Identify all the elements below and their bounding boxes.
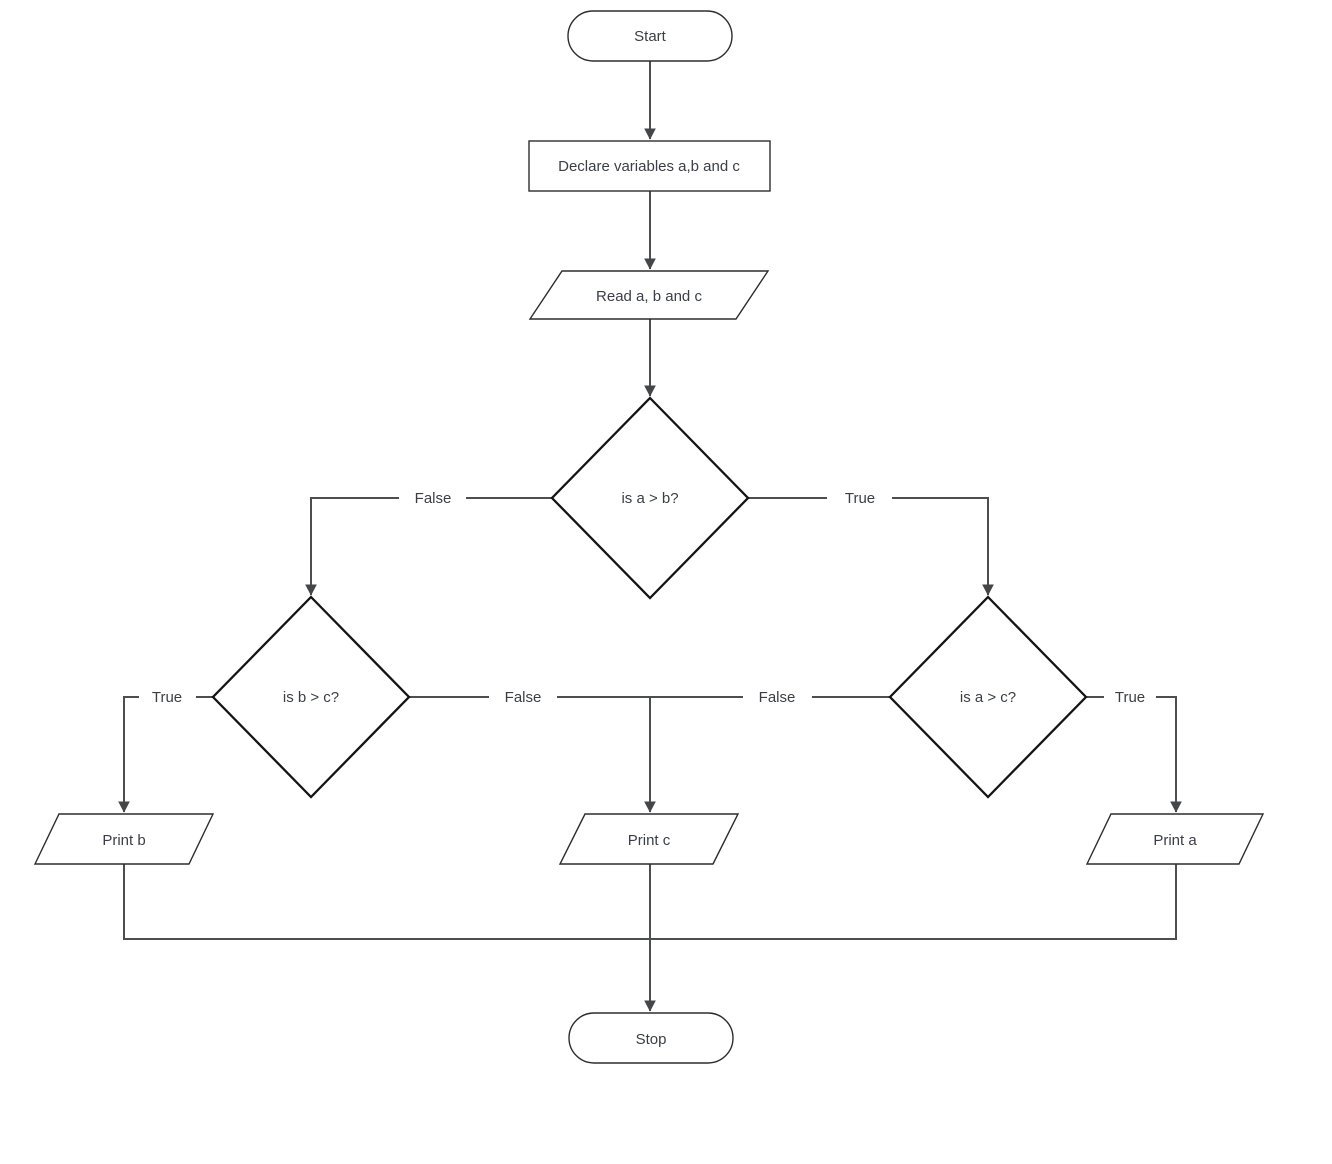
start-node	[567, 10, 733, 62]
print-a-io-node	[1085, 813, 1265, 865]
edge-ab-true	[748, 497, 994, 596]
edge-label-ab-true: True	[845, 490, 875, 507]
print-b-io-node	[33, 813, 215, 865]
edge-bc-true	[118, 696, 213, 813]
stop-node-label: Stop	[636, 1031, 667, 1048]
declare-process-node	[528, 140, 771, 192]
print-c-io-label: Print c	[628, 832, 671, 849]
decision-a-gt-c-node	[888, 595, 1088, 799]
start-node-label: Start	[634, 28, 667, 45]
decision-a-gt-b-label: is a > b?	[621, 490, 678, 507]
decision-a-gt-b-node	[550, 396, 750, 600]
edge-label-ac-true: True	[1115, 689, 1145, 706]
edge-print-b-merge	[123, 864, 650, 940]
edge-label-bc-false: False	[505, 689, 542, 706]
edge-label-bc-true: True	[152, 689, 182, 706]
stop-node	[568, 1012, 734, 1064]
decision-b-gt-c-label: is b > c?	[283, 689, 339, 706]
decision-b-gt-c-node	[211, 595, 411, 799]
edge-ac-true	[1086, 696, 1182, 813]
edge-label-ab-false: False	[415, 490, 452, 507]
declare-process-label: Declare variables a,b and c	[558, 158, 740, 175]
print-c-io-node	[558, 813, 740, 865]
read-io-node	[528, 270, 770, 320]
edge-label-ac-false: False	[759, 689, 796, 706]
edge-ab-false	[305, 497, 552, 596]
print-a-io-label: Print a	[1153, 832, 1197, 849]
read-io-label: Read a, b and c	[596, 288, 702, 305]
decision-a-gt-c-label: is a > c?	[960, 689, 1016, 706]
print-b-io-label: Print b	[102, 832, 145, 849]
edge-print-a-merge	[650, 864, 1177, 940]
